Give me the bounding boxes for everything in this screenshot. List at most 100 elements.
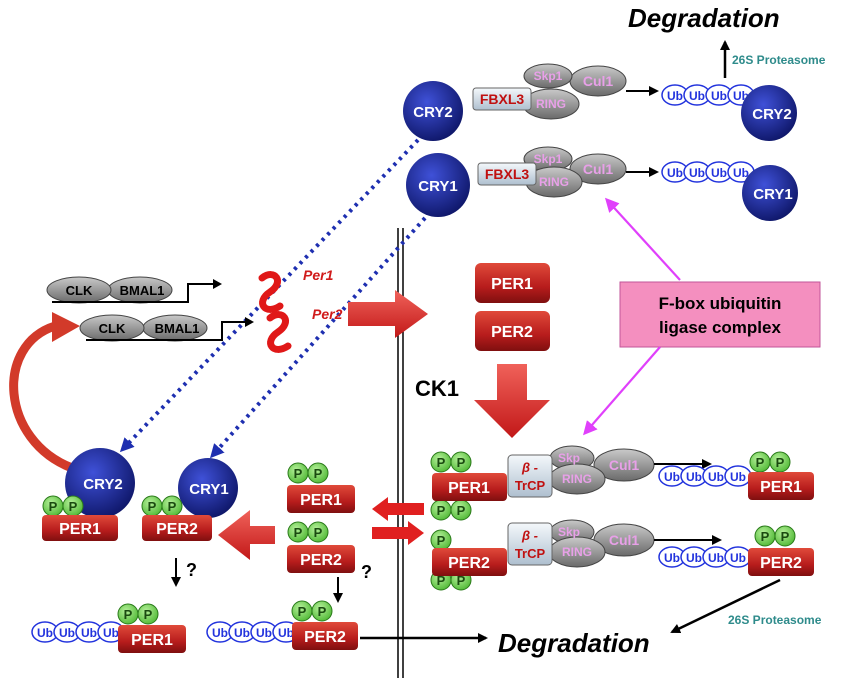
btrcp-box — [507, 454, 553, 498]
phosphate-label: P — [437, 573, 446, 588]
per2-label: PER2 — [300, 552, 342, 569]
phosphate-label: P — [776, 455, 785, 470]
phosphate-label: P — [318, 604, 327, 619]
per2-label: PER2 — [760, 555, 802, 572]
phosphate-icon — [307, 462, 329, 484]
per2-box — [287, 545, 355, 573]
per2-btrcp-complex: P P P Cul1 Skp RING β - TrCP PER2 — [430, 519, 655, 591]
per1-gene-label: Per1 — [303, 267, 334, 283]
per1-box — [118, 625, 186, 653]
phosphate-label: P — [457, 455, 466, 470]
per1-btrcp-complex: P P P P Cul1 Skp RING β - TrCP PER1 — [430, 445, 655, 521]
phosphate-icon — [311, 600, 333, 622]
ub-label: Ub — [103, 626, 119, 640]
clk-bmal1-lower: CLK BMAL1 — [79, 314, 254, 342]
promoter-line — [52, 283, 213, 303]
ub-label: Ub — [664, 551, 680, 565]
ub-label: Ub — [733, 166, 749, 180]
ub-label: Ub — [664, 470, 680, 484]
ring-label: RING — [536, 97, 566, 111]
per2-mrna-icon — [266, 311, 292, 353]
ub-label: Ub — [730, 470, 746, 484]
per1-box-cyto: PER1 — [475, 263, 550, 303]
clk-label: CLK — [99, 321, 126, 336]
ck1-phosphorylation-arrow — [474, 364, 550, 438]
cry2-circle — [403, 81, 463, 141]
phosphate-label: P — [69, 499, 78, 514]
proteasome-top-label: 26S Proteasome — [732, 53, 826, 67]
phosphate-label: P — [314, 525, 323, 540]
ub-label: Ub — [686, 551, 702, 565]
promoter-arrowhead — [213, 279, 222, 289]
fbox-complex-box — [619, 281, 821, 348]
btrcp-box — [507, 522, 553, 566]
per2-phospho-cyto: P P PER2 — [287, 521, 355, 573]
promoter-arrowhead — [245, 317, 254, 327]
promoter-line — [86, 321, 245, 341]
ub-label: Ub — [730, 551, 746, 565]
trcp-label: TrCP — [515, 546, 546, 561]
per1-label: PER1 — [760, 479, 802, 496]
proteasome-bottom-label: 26S Proteasome — [728, 613, 822, 627]
phosphate-label: P — [437, 455, 446, 470]
ub-label: Ub — [212, 626, 228, 640]
per1-box — [287, 485, 355, 513]
per2-gene-label: Per2 — [312, 306, 343, 322]
export-arrow-left — [372, 497, 424, 521]
feedback-curve-arrow — [9, 321, 74, 473]
phosphate-icon — [307, 521, 329, 543]
cul1-label: Cul1 — [583, 161, 614, 177]
cry1-circle — [406, 153, 470, 217]
trcp-label: TrCP — [515, 478, 546, 493]
ub-per1-bottom: Ub Ub Ub Ub P P PER1 — [31, 603, 186, 653]
cry2-circle — [741, 85, 797, 141]
beta-label: β - — [521, 460, 538, 475]
cul1-shape — [569, 153, 627, 185]
question-mark-per2: ? — [361, 562, 372, 582]
per2-label: PER2 — [304, 629, 346, 646]
per1-label: PER1 — [491, 276, 533, 293]
per1-phospho-cyto: P P PER1 — [287, 462, 355, 513]
phosphate-icon — [450, 451, 472, 473]
import-arrow-right — [372, 521, 424, 545]
fbxl3-box — [477, 162, 537, 186]
ub-label: Ub — [278, 626, 294, 640]
bmal1-label: BMAL1 — [120, 283, 165, 298]
ub-label: Ub — [256, 626, 272, 640]
per2-label: PER2 — [491, 324, 533, 341]
ub-label: Ub — [234, 626, 250, 640]
cry1-nuclear-import-arrow — [209, 216, 427, 459]
ub-cry1-top: Ub Ub Ub Ub CRY1 — [661, 161, 798, 221]
skp1-label: Skp1 — [534, 152, 563, 166]
per1-mrna-icon — [258, 271, 284, 313]
beta-label: β - — [521, 528, 538, 543]
cry2-circle — [65, 448, 135, 518]
phosphate-label: P — [437, 533, 446, 548]
ub-label: Ub — [708, 470, 724, 484]
per2-box-cyto: PER2 — [475, 311, 550, 351]
phosphate-label: P — [49, 499, 58, 514]
phosphate-label: P — [314, 466, 323, 481]
fbxl3-box — [472, 87, 532, 111]
phosphate-label: P — [457, 503, 466, 518]
fbox-label-line1: F-box ubiquitin — [659, 294, 782, 313]
skp1-label: Skp1 — [534, 69, 563, 83]
ub-per2-right: Ub Ub Ub Ub P P PER2 — [658, 525, 814, 576]
cry1-per2-nuclear: CRY1 P P PER2 — [141, 458, 238, 541]
phosphate-icon — [774, 525, 796, 547]
per2-box — [142, 515, 212, 541]
per2-box — [475, 311, 550, 351]
question-mark-per1: ? — [186, 560, 197, 580]
per1-box — [432, 473, 507, 501]
skp-label: Skp — [558, 451, 580, 465]
phosphate-label: P — [437, 503, 446, 518]
fbxl3-label: FBXL3 — [480, 91, 525, 107]
ck1-label: CK1 — [415, 376, 459, 401]
phosphate-label: P — [781, 529, 790, 544]
cry2-label: CRY2 — [752, 106, 791, 123]
fbox-pointer-down — [583, 346, 661, 436]
per2-box — [292, 622, 358, 650]
phosphate-label: P — [761, 529, 770, 544]
cry1-label: CRY1 — [189, 481, 228, 498]
ub-label: Ub — [711, 89, 727, 103]
